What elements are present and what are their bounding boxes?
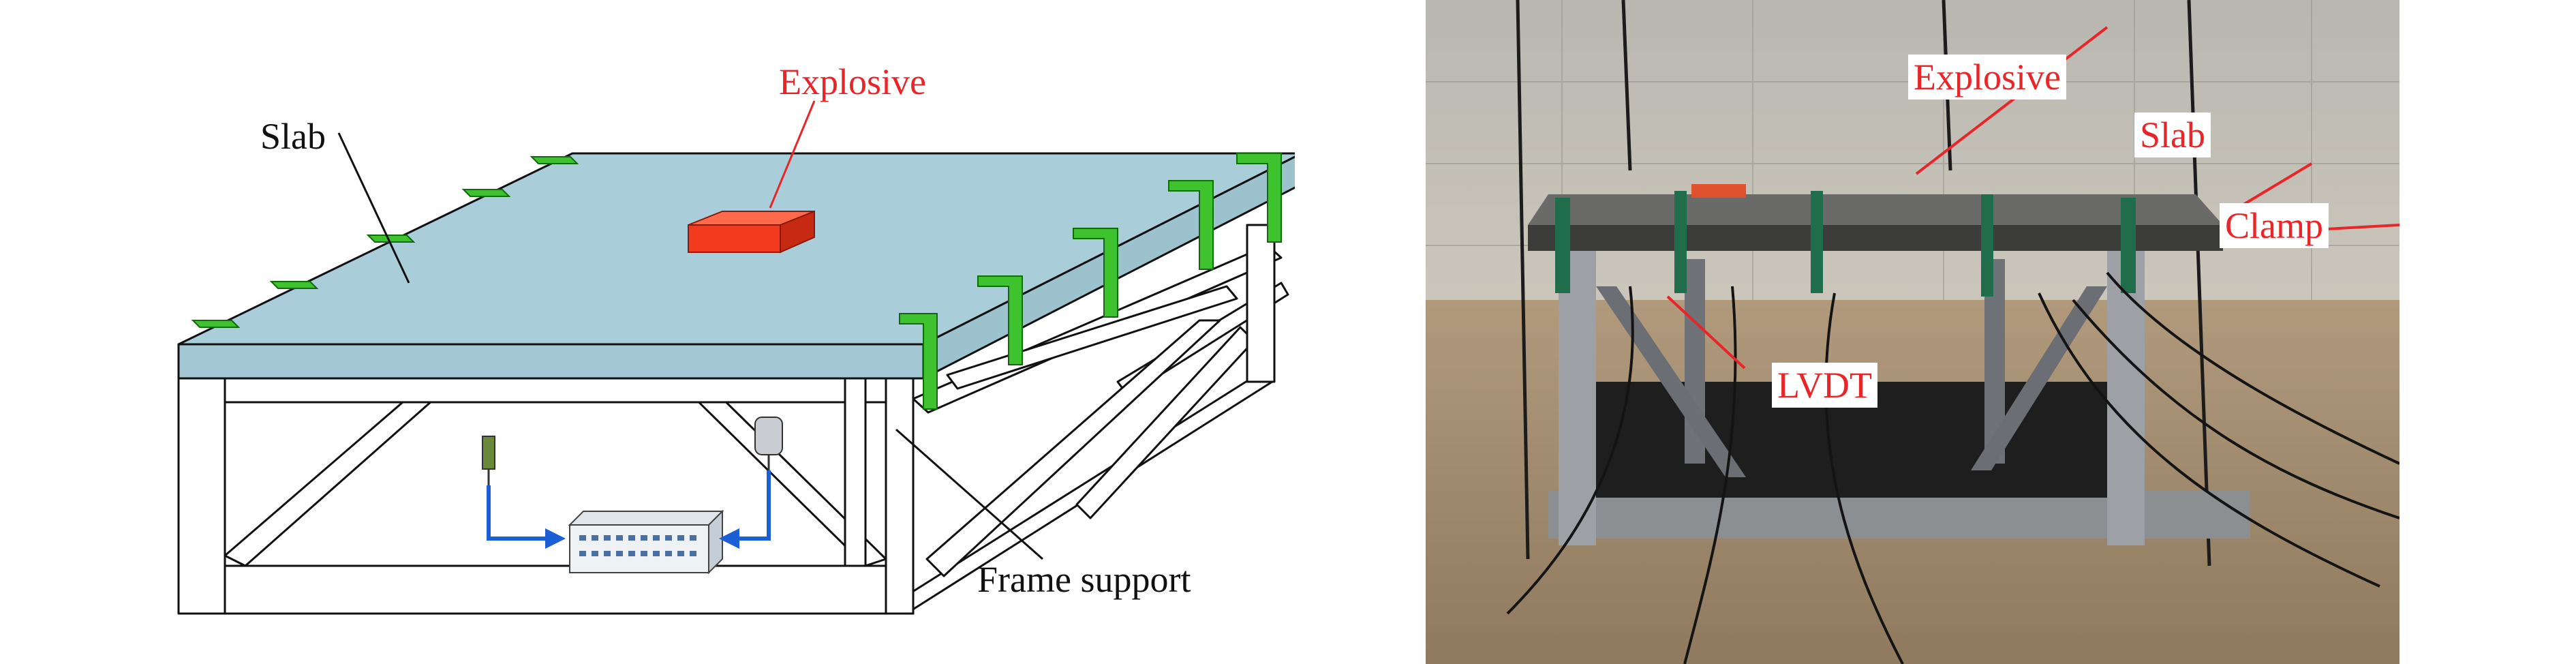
explosive-leader-line — [769, 100, 816, 209]
photo-svg — [1426, 0, 2399, 664]
slab-label: Slab — [260, 116, 326, 157]
arrowhead-icon — [545, 528, 566, 549]
schematic-svg: Slab Explosive Frame support — [177, 61, 1295, 615]
photo-lvdt-label: LVDT — [1772, 363, 1878, 408]
signal-arrow-icon — [487, 470, 771, 541]
strain-gauge-icon — [482, 436, 495, 485]
leader-lines — [337, 132, 1043, 560]
clamp-icon — [191, 156, 579, 328]
explosive-label: Explosive — [779, 61, 926, 102]
clamp-icon — [899, 153, 1282, 410]
lvdt-sensor-icon — [754, 417, 783, 470]
arrowhead-icon — [719, 528, 739, 549]
photo-clamp-label: Clamp — [2220, 203, 2329, 248]
photo-slab — [1528, 184, 2223, 251]
photo-slab-label: Slab — [2134, 112, 2211, 157]
explosive-charge-icon — [688, 210, 815, 254]
data-acquisition-device-icon — [568, 509, 724, 575]
photo-explosive-label: Explosive — [1908, 55, 2066, 100]
schematic-diagram: Slab Explosive Frame support — [177, 61, 1295, 615]
photo-clamp-icon — [1555, 191, 2136, 297]
slab — [177, 152, 1295, 380]
test-photo: Explosive Slab Clamp LVDT — [1426, 0, 2399, 664]
frame-support-label: Frame support — [977, 559, 1191, 600]
